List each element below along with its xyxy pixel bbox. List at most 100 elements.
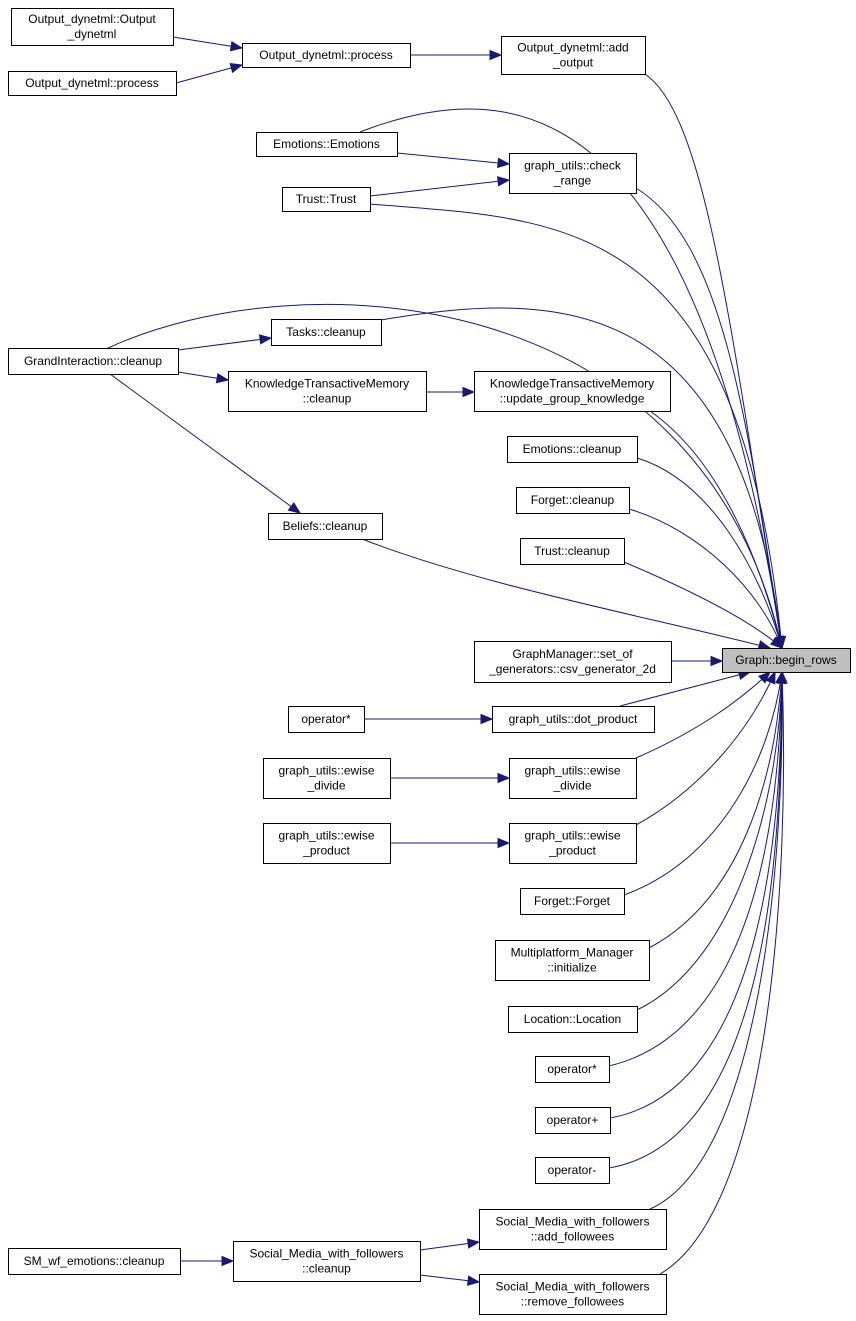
edge-forget_ctor-to-begin_rows <box>623 670 786 896</box>
edge-arrowhead <box>229 41 244 52</box>
node-box <box>474 641 672 683</box>
node-ktm-ugk[interactable]: KnowledgeTransactiveMemory::update_group… <box>474 371 671 412</box>
edge-line <box>107 303 783 649</box>
node-smwf-cleanup[interactable]: Social_Media_with_followers::cleanup <box>233 1241 421 1282</box>
node-label: ::cleanup <box>302 1262 351 1276</box>
node-box <box>474 371 671 412</box>
edge-arrowhead <box>710 655 724 667</box>
node-emotions-ctor[interactable]: Emotions::Emotions <box>256 132 398 157</box>
edge-smwf_remove-to-begin_rows <box>659 670 788 1275</box>
node-box <box>501 36 646 75</box>
node-box <box>516 487 630 514</box>
node-box <box>263 758 391 799</box>
node-box <box>479 1209 667 1250</box>
edge-ewise_product2-to-ewise_product <box>390 837 511 849</box>
edge-gm_csv-to-begin_rows <box>671 655 724 667</box>
node-ewise-product[interactable]: graph_utils::ewise_product <box>509 823 637 864</box>
edge-arrowhead <box>769 636 783 649</box>
node-label: _range <box>553 174 592 188</box>
node-label: Location::Location <box>524 1012 621 1026</box>
node-begin-rows[interactable]: Graph::begin_rows <box>722 648 851 673</box>
edge-arrowhead <box>480 713 494 725</box>
node-label: _divide <box>306 779 345 793</box>
edge-ewise_divide-to-begin_rows <box>635 671 771 759</box>
node-label: Trust::cleanup <box>534 544 610 558</box>
node-smwf-emotions-cleanup[interactable]: SM_wf_emotions::cleanup <box>8 1248 181 1275</box>
node-box <box>8 348 179 375</box>
node-box <box>535 1107 611 1134</box>
node-ewise-divide[interactable]: graph_utils::ewise_divide <box>509 758 637 799</box>
edge-arrowhead <box>758 671 771 684</box>
edge-smwf_emotions_cleanup-to-smwf_cleanup <box>180 1255 235 1267</box>
edge-line <box>635 671 776 826</box>
node-label: Social_Media_with_followers <box>495 1215 649 1229</box>
node-smwf-add[interactable]: Social_Media_with_followers::add_followe… <box>479 1209 667 1250</box>
node-location-ctor[interactable]: Location::Location <box>508 1006 638 1033</box>
node-check-range[interactable]: graph_utils::check_range <box>509 153 637 194</box>
node-operator-star[interactable]: operator* <box>535 1056 610 1083</box>
node-box <box>479 1274 667 1315</box>
node-label: Output_dynetml::process <box>259 48 392 62</box>
node-forget-ctor[interactable]: Forget::Forget <box>520 888 625 915</box>
edge-line <box>659 671 785 1275</box>
node-label: Tasks::cleanup <box>286 325 366 339</box>
node-label: _output <box>552 56 594 70</box>
edge-od_ctor-to-od_process <box>172 36 244 52</box>
edge-arrowhead <box>229 62 244 74</box>
edge-line <box>635 671 771 759</box>
node-od-ctor[interactable]: Output_dynetml::Output_dynetml <box>11 8 174 46</box>
node-od-add-output[interactable]: Output_dynetml::add_output <box>501 36 646 75</box>
node-label: _generators::csv_generator_2d <box>488 662 656 676</box>
node-trust-cleanup[interactable]: Trust::cleanup <box>520 538 625 565</box>
node-ewise-divide2[interactable]: graph_utils::ewise_divide <box>263 758 391 799</box>
node-box <box>8 71 177 96</box>
edge-line <box>608 671 783 1169</box>
node-label: operator* <box>301 712 351 726</box>
node-box <box>509 823 637 864</box>
edge-forget_cleanup-to-begin_rows <box>628 508 783 650</box>
node-box <box>282 187 371 212</box>
node-trust-ctor[interactable]: Trust::Trust <box>282 187 371 212</box>
node-ewise-product2[interactable]: graph_utils::ewise_product <box>263 823 391 864</box>
node-label: _divide <box>552 779 591 793</box>
node-od-process[interactable]: Output_dynetml::process <box>242 43 411 68</box>
node-smwf-remove[interactable]: Social_Media_with_followers::remove_foll… <box>479 1274 667 1315</box>
node-box <box>228 371 427 412</box>
edge-line <box>177 337 272 351</box>
node-ktm-cleanup[interactable]: KnowledgeTransactiveMemory::cleanup <box>228 371 427 412</box>
node-label: graph_utils::ewise <box>524 764 620 778</box>
node-label: Forget::cleanup <box>531 493 615 507</box>
node-label: _dynetml <box>67 27 117 41</box>
node-operator-star2[interactable]: operator* <box>288 706 365 733</box>
node-mp-init[interactable]: Multiplatform_Manager::initialize <box>495 940 650 981</box>
node-operator-minus[interactable]: operator- <box>535 1157 610 1184</box>
node-box <box>233 1241 421 1282</box>
node-forget-cleanup[interactable]: Forget::cleanup <box>516 487 630 514</box>
edge-line <box>380 307 783 649</box>
node-box <box>507 436 638 463</box>
node-label: graph_utils::dot_product <box>509 712 638 726</box>
edge-ewise_product-to-begin_rows <box>635 670 776 826</box>
edge-arrowhead <box>466 1275 481 1286</box>
node-gm-csv[interactable]: GraphManager::set_of_generators::csv_gen… <box>474 641 672 683</box>
edge-gi_cleanup-to-tasks_cleanup <box>177 334 273 351</box>
node-operator-plus[interactable]: operator+ <box>535 1107 611 1134</box>
edge-smwf_add-to-begin_rows <box>649 670 788 1210</box>
node-label: graph_utils::ewise <box>278 829 374 843</box>
node-emotions-cleanup[interactable]: Emotions::cleanup <box>507 436 638 463</box>
node-od-process2[interactable]: Output_dynetml::process <box>8 71 177 96</box>
node-label: ::add_followees <box>531 1230 614 1244</box>
edge-line <box>361 538 771 649</box>
node-beliefs-cleanup[interactable]: Beliefs::cleanup <box>268 513 383 540</box>
edge-arrowhead <box>765 670 776 685</box>
node-label: Graph::begin_rows <box>735 653 836 667</box>
node-box <box>535 1056 610 1083</box>
node-gi-cleanup[interactable]: GrandInteraction::cleanup <box>8 348 179 375</box>
edge-line <box>609 671 783 1119</box>
edge-arrowhead <box>497 157 511 169</box>
edge-gi_cleanup-to-begin_rows <box>107 303 785 650</box>
node-label: Social_Media_with_followers <box>249 1247 403 1261</box>
node-dot-product[interactable]: graph_utils::dot_product <box>492 706 655 733</box>
node-tasks-cleanup[interactable]: Tasks::cleanup <box>271 319 382 346</box>
